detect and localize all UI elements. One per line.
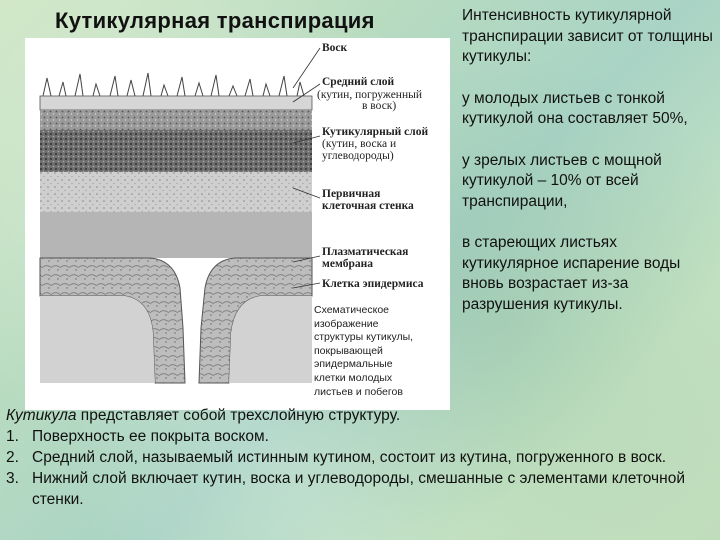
- list-text: Средний слой, называемый истинным кутино…: [32, 449, 666, 466]
- caption-line: эпидермальные: [314, 358, 446, 372]
- right-cell: [229, 296, 312, 383]
- caption-line: клетки молодых: [314, 372, 446, 386]
- caption-line: структуры кутикулы,: [314, 331, 446, 345]
- primary-wall-band: [40, 172, 312, 212]
- figure-caption: Схематическое изображение структуры кути…: [314, 304, 446, 399]
- list-number: 2.: [6, 447, 19, 468]
- mature-leaves-text: у зрелых листьев с мощной кутикулой – 10…: [462, 151, 717, 213]
- label-cuticular-layer-note-1: (кутин, воска и: [322, 138, 396, 150]
- label-middle-layer-note-2: в воск): [362, 100, 396, 112]
- wax-band: [40, 96, 312, 110]
- young-leaves-text: у молодых листьев с тонкой кутикулой она…: [462, 89, 717, 130]
- cuticle-term: Кутикула: [6, 407, 77, 424]
- middle-layer-band: [40, 110, 312, 130]
- intensity-intro: Интенсивность кутикулярной транспирации …: [462, 6, 717, 68]
- list-text: Нижний слой включает кутин, воска и угле…: [32, 470, 685, 508]
- label-epidermis-cell: Клетка эпидермиса: [322, 278, 423, 290]
- caption-line: покрывающей: [314, 345, 446, 359]
- cuticle-diagram: Воск Средний слой (кутин, погруженный в …: [25, 38, 450, 410]
- label-middle-layer: Средний слой: [322, 76, 394, 88]
- cell-wall-band: [40, 212, 312, 258]
- bottom-text: Кутикула представляет собой трехслойную …: [6, 405, 716, 510]
- left-cell: [40, 296, 155, 383]
- label-primary-wall-1: Первичная: [322, 188, 380, 200]
- label-primary-wall-2: клеточная стенка: [322, 200, 414, 212]
- list-text: Поверхность ее покрыта воском.: [32, 428, 269, 445]
- caption-line: изображение: [314, 318, 446, 332]
- caption-line: листьев и побегов: [314, 386, 446, 400]
- aging-leaves-text: в стареющих листьях кутикулярное испарен…: [462, 233, 717, 315]
- wax-layer: [43, 73, 304, 96]
- cuticle-intro: Кутикула представляет собой трехслойную …: [6, 405, 716, 426]
- label-cuticular-layer-note-2: углеводороды): [322, 150, 394, 162]
- list-number: 1.: [6, 426, 19, 447]
- list-item: 2. Средний слой, называемый истинным кути…: [6, 447, 716, 468]
- cuticular-layer-band: [40, 130, 312, 172]
- right-text-column: Интенсивность кутикулярной транспирации …: [462, 6, 717, 315]
- slide-title: Кутикулярная транспирация: [55, 8, 375, 34]
- label-plasma-membrane-1: Плазматическая: [322, 246, 408, 258]
- list-item: 1. Поверхность ее покрыта воском.: [6, 426, 716, 447]
- cuticle-intro-rest: представляет собой трехслойную структуру…: [77, 407, 401, 424]
- label-wax: Воск: [322, 42, 347, 54]
- list-number: 3.: [6, 468, 19, 489]
- list-item: 3. Нижний слой включает кутин, воска и уг…: [6, 468, 716, 510]
- label-plasma-membrane-2: мембрана: [322, 258, 373, 270]
- label-cuticular-layer: Кутикулярный слой: [322, 126, 428, 138]
- caption-line: Схематическое: [314, 304, 446, 318]
